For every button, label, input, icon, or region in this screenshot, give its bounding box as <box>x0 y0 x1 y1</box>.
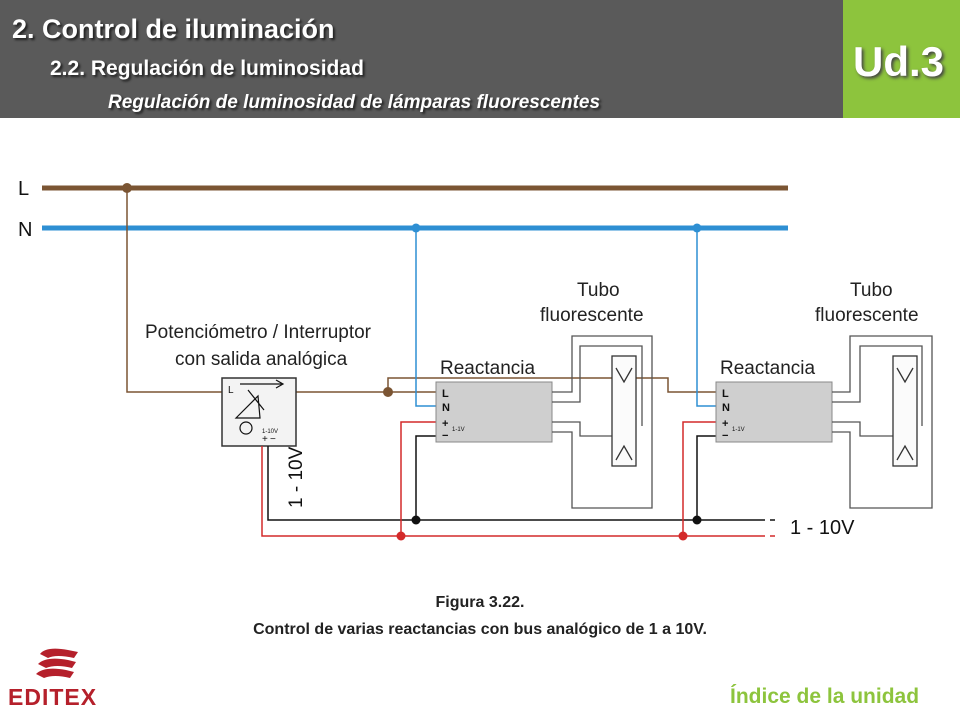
pot-arrow <box>240 379 285 389</box>
bus-label: 1 - 10V <box>790 517 855 539</box>
label-N: N <box>18 219 32 241</box>
ballast1-1-1v: 1-1V <box>452 427 465 433</box>
wire-minus-ballast1 <box>415 435 436 520</box>
wire-L-drop <box>126 188 388 393</box>
wire-L-ballast2 <box>387 377 716 393</box>
tube2-wire-bot-outer <box>832 426 933 509</box>
tube2-label-line2: fluorescente <box>815 305 919 326</box>
editex-logo-icon <box>36 648 78 678</box>
pot-minus: − <box>270 434 276 445</box>
ballast2-1-1v: 1-1V <box>732 427 745 433</box>
tube1-label-line2: fluorescente <box>540 305 644 326</box>
page-title: 2. Control de iluminación <box>12 14 335 44</box>
ballast1-plus: + <box>442 418 448 430</box>
tube2-wire-top-outer <box>832 335 933 426</box>
unit-badge: Ud.3 <box>843 0 960 118</box>
ballast1-box <box>435 381 553 443</box>
editex-logo-text: EDITEX <box>8 684 98 710</box>
section-title: Regulación de luminosidad de lámparas fl… <box>108 92 601 113</box>
vertical-bus-label: 1 - 10V <box>286 446 307 508</box>
pot-label-line2: con salida analógica <box>175 349 348 370</box>
ballast2-L: L <box>722 388 729 400</box>
tube2-label-line1: Tubo <box>850 280 893 301</box>
page-subtitle: 2.2. Regulación de luminosidad <box>50 57 364 80</box>
ballast2-label: Reactancia <box>720 358 815 379</box>
tube1-wire-bot-inner <box>552 421 612 437</box>
header-bar: 2. Control de iluminación 2.2. Regulació… <box>0 0 843 118</box>
ballast2-N: N <box>722 402 730 414</box>
tube1-wire-bot-outer <box>552 426 653 509</box>
wire-bus-minus <box>267 446 760 521</box>
tube1-top-electrode <box>615 367 633 384</box>
pot-plus: + <box>262 434 268 445</box>
tube1-bottom-electrode <box>615 444 633 461</box>
tube1-wire-top-inner <box>552 345 643 426</box>
pot-label-line1: Potenciómetro / Interruptor <box>145 322 372 343</box>
pot-1-10v: 1-10V <box>262 429 278 435</box>
pot-knob <box>239 421 253 435</box>
tube2-wire-bot-inner <box>832 421 893 437</box>
unit-label: Ud.3 <box>853 38 945 85</box>
wiring-diagram: L N Potenciómetro / Interruptor con sali… <box>18 178 933 541</box>
tube1-body <box>611 355 637 467</box>
label-L: L <box>18 178 29 200</box>
figure-caption: Control de varias reactancias con bus an… <box>253 621 707 638</box>
ballast2-plus: + <box>722 418 728 430</box>
tube2-wire-top-inner <box>832 345 923 426</box>
ballast2-minus: − <box>722 430 728 442</box>
wire-plus-ballast1 <box>400 421 436 536</box>
wire-N-ballast1 <box>415 228 436 407</box>
pot-symbol <box>234 389 265 419</box>
pot-terminal-L: L <box>228 385 234 396</box>
tube1-label-line1: Tubo <box>577 280 620 301</box>
ballast1-L: L <box>442 388 449 400</box>
wire-N-ballast2 <box>696 228 716 407</box>
ballast1-N: N <box>442 402 450 414</box>
tube2-body <box>892 355 918 467</box>
tube2-top-electrode <box>896 367 914 384</box>
ballast1-minus: − <box>442 430 448 442</box>
ballast1-label: Reactancia <box>440 358 535 379</box>
figure-number: Figura 3.22. <box>435 594 525 611</box>
tube2-bottom-electrode <box>896 444 914 461</box>
ballast2-box <box>715 381 833 443</box>
wire-minus-ballast2 <box>696 435 716 520</box>
wire-plus-ballast2 <box>682 421 716 536</box>
wire-bus-plus <box>261 446 760 537</box>
tube1-wire-top-outer <box>552 335 653 426</box>
unit-index-link[interactable]: Índice de la unidad <box>730 685 920 708</box>
